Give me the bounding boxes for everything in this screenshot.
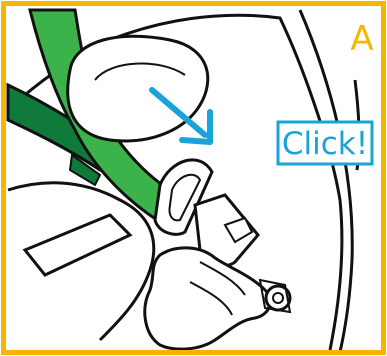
click-callout-text: Click!: [282, 126, 368, 162]
seat-frame-lower: [25, 215, 130, 275]
seat-right-edge: [300, 10, 352, 352]
headrest-pad: [68, 36, 208, 141]
hand: [145, 248, 270, 349]
seat-cushion-line: [8, 183, 154, 340]
step-label: A: [350, 19, 373, 59]
